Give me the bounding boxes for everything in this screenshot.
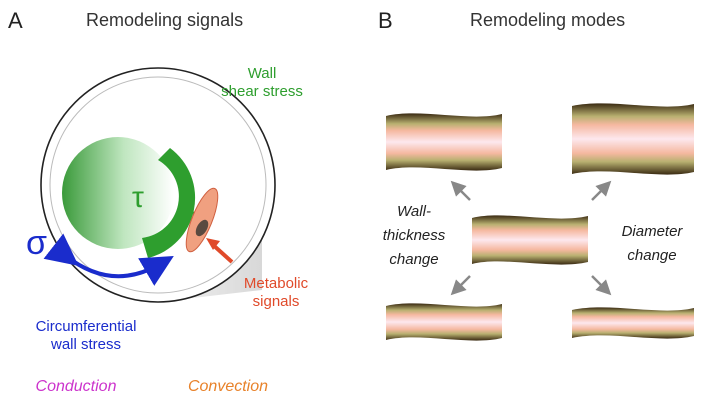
wall-thickness-line1: Wall- (397, 203, 431, 220)
arrow-down-left (450, 275, 471, 296)
metabolic-label-line1: Metabolic (244, 275, 309, 292)
panel-a-letter: A (8, 8, 23, 33)
panel-a-title: Remodeling signals (86, 10, 243, 30)
diameter-change-line1: Diameter (622, 223, 684, 240)
shear-stress-band (142, 148, 196, 258)
vessel-large-diameter (572, 103, 694, 175)
metabolic-cell (185, 187, 219, 253)
wall-thickness-line2: thickness (383, 227, 446, 244)
panel-b-title: Remodeling modes (470, 10, 625, 30)
circumferential-arrow[interactable] (43, 233, 174, 286)
sigma-symbol: σ (26, 224, 47, 262)
lumen (62, 137, 174, 249)
diameter-change-line2: change (627, 247, 676, 264)
arrow-down-right (591, 275, 612, 296)
arrow-up-right (591, 180, 612, 201)
arrow-up-left (450, 180, 471, 201)
circ-label-line1: Circumferential (36, 318, 137, 335)
conduction-label: Conduction (36, 378, 117, 395)
metabolic-label-line2: signals (253, 293, 300, 310)
circ-label-line2: wall stress (50, 336, 121, 353)
vessel-reference (472, 215, 588, 265)
convection-label: Convection (188, 378, 268, 395)
wall-thickness-line3: change (389, 251, 438, 268)
vessel-small-diameter (572, 307, 694, 339)
shear-label-line2: shear stress (221, 83, 303, 100)
vessel-thick-wall (386, 113, 502, 171)
tau-symbol: τ (132, 181, 144, 214)
shear-label-line1: Wall (248, 65, 277, 82)
vessel-thin-wall (386, 303, 502, 341)
panel-b-letter: B (378, 8, 393, 33)
